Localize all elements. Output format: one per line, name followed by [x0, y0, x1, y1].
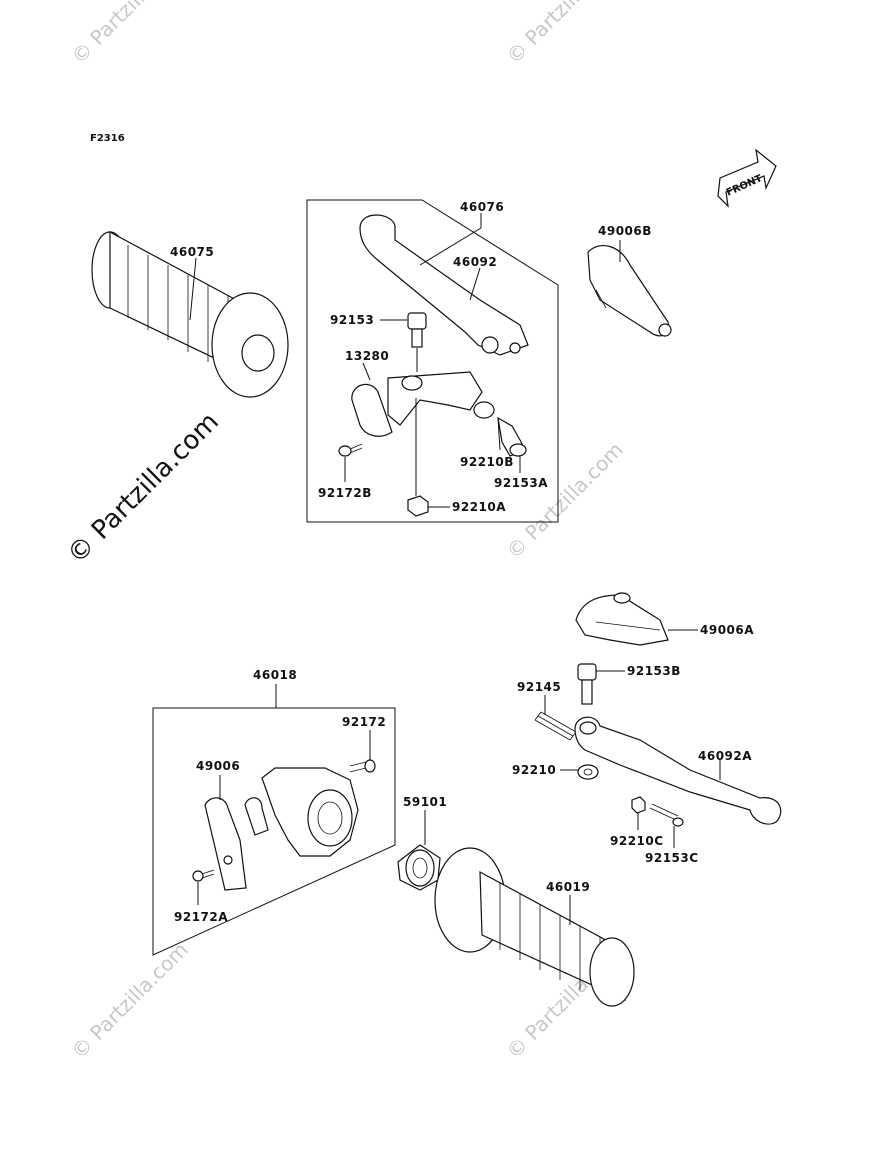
part-49006A-boot — [575, 592, 669, 646]
part-92153B-bolt — [577, 663, 597, 705]
part-92210A-nut — [407, 495, 429, 517]
part-46075-grip — [91, 230, 289, 398]
part-92153C-screw — [649, 803, 684, 827]
assembly-box-top — [306, 199, 559, 523]
label-46092: 46092 — [453, 255, 497, 269]
part-46019-grip — [434, 847, 635, 1007]
label-92153: 92153 — [330, 313, 374, 327]
watermarks: © Partzilla.com © Partzilla.com © Partzi… — [62, 0, 628, 1064]
part-92210-nut — [577, 764, 599, 780]
assembly-box-bottom — [152, 707, 396, 956]
label-92172B: 92172B — [318, 486, 372, 500]
part-92153A-adjuster — [497, 416, 527, 457]
label-46018: 46018 — [253, 668, 297, 682]
label-92210A: 92210A — [452, 500, 506, 514]
label-92210C: 92210C — [610, 834, 664, 848]
part-92172A-screw — [192, 869, 215, 882]
label-92145: 92145 — [517, 680, 561, 694]
watermark-main: © Partzilla.com — [62, 407, 225, 570]
figure-code: F2316 — [90, 133, 125, 144]
part-59101-tube — [397, 844, 441, 891]
part-92145-spring — [534, 711, 577, 741]
label-92172: 92172 — [342, 715, 386, 729]
label-46076: 46076 — [460, 200, 504, 214]
part-46092A-lever — [574, 716, 782, 825]
part-13280-clamp — [351, 371, 483, 437]
part-92210C-nut — [631, 796, 646, 814]
label-59101: 59101 — [403, 795, 447, 809]
label-49006: 49006 — [196, 759, 240, 773]
part-49006-cover — [204, 797, 247, 891]
part-46092-lever — [359, 214, 529, 356]
part-92153-bolt — [407, 312, 427, 348]
label-92210B: 92210B — [460, 455, 514, 469]
part-49006B-boot — [587, 244, 672, 337]
label-92172A: 92172A — [174, 910, 228, 924]
label-49006B: 49006B — [598, 224, 652, 238]
label-92153C: 92153C — [645, 851, 699, 865]
label-92153B: 92153B — [627, 664, 681, 678]
watermark-top-left: © Partzilla.com — [67, 0, 193, 69]
label-46019: 46019 — [546, 880, 590, 894]
label-46092A: 46092A — [698, 749, 752, 763]
part-92172-screw — [349, 759, 376, 773]
front-arrow-icon: FRONT — [717, 148, 777, 208]
watermark-top-right: © Partzilla.com — [502, 0, 628, 69]
label-13280: 13280 — [345, 349, 389, 363]
label-92153A: 92153A — [494, 476, 548, 490]
label-46075: 46075 — [170, 245, 214, 259]
part-92210B-washer — [473, 401, 495, 419]
part-92172B-screw — [338, 443, 363, 457]
label-49006A: 49006A — [700, 623, 754, 637]
label-92210: 92210 — [512, 763, 556, 777]
part-throttle-housing — [244, 767, 359, 857]
watermark-bottom-left: © Partzilla.com — [67, 937, 193, 1063]
